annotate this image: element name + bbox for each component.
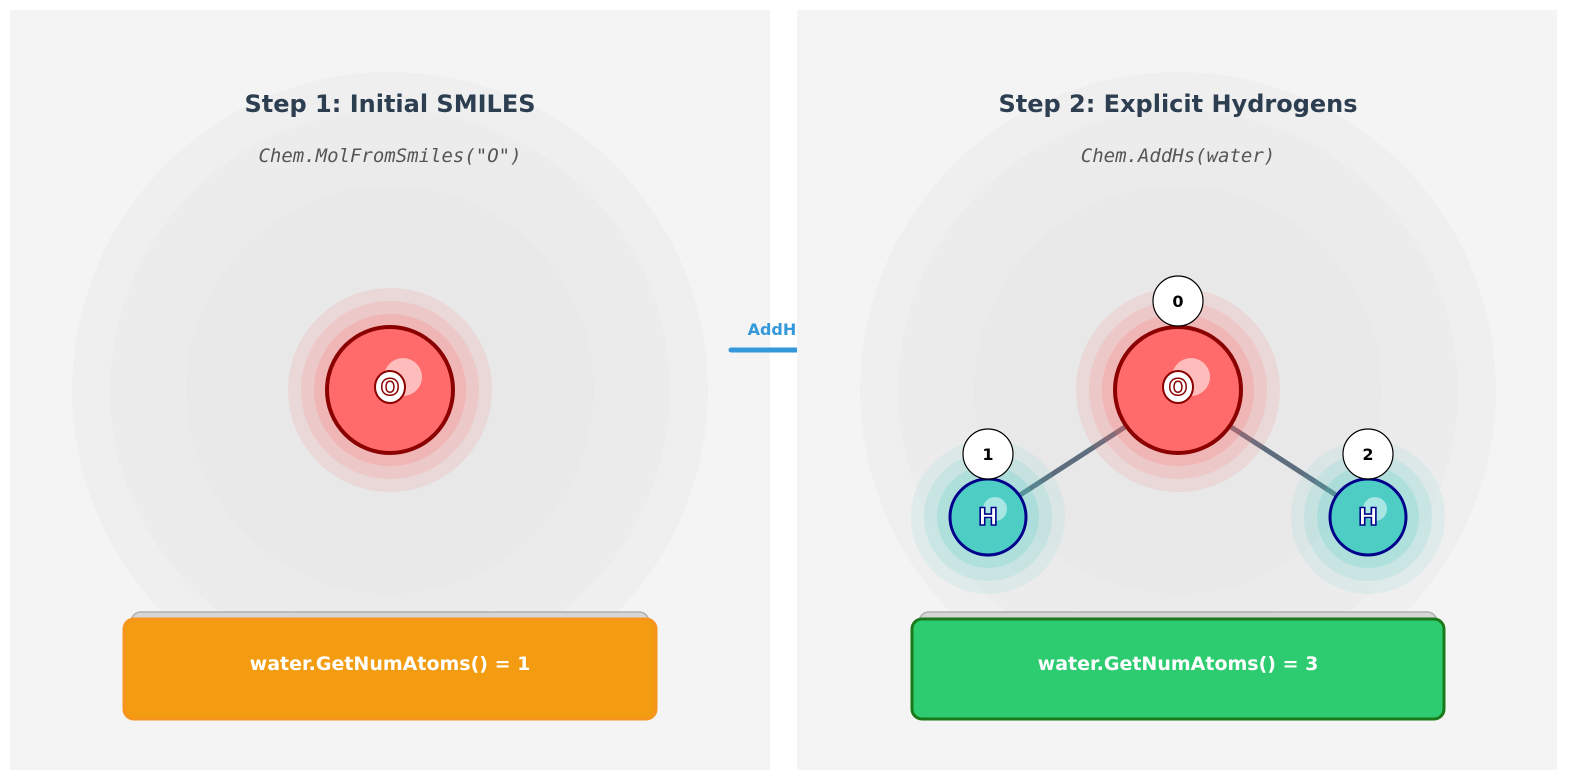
atom-index-badge: 0 bbox=[1152, 275, 1204, 327]
bond-o-h1 bbox=[1018, 424, 1127, 498]
atom-count-result: water.GetNumAtoms() = 3 bbox=[1038, 653, 1319, 675]
code-snippet: Chem.AddHs(water) bbox=[1081, 145, 1275, 167]
panel-title: Step 1: Initial SMILES bbox=[244, 90, 535, 118]
bond-o-h2 bbox=[1229, 424, 1338, 498]
hydrogen-atom: H bbox=[911, 440, 1065, 594]
atom-index-label: 1 bbox=[982, 445, 993, 464]
oxygen-atom: O bbox=[1076, 288, 1280, 492]
atom-symbol: O bbox=[1169, 376, 1188, 401]
oxygen-atom: O bbox=[288, 288, 492, 492]
atom-symbol: O bbox=[381, 376, 400, 401]
code-snippet: Chem.MolFromSmiles("O") bbox=[258, 145, 521, 167]
panel-step-2: Step 2: Explicit Hydrogens Chem.AddHs(wa… bbox=[797, 10, 1557, 770]
atom-index-label: 0 bbox=[1172, 292, 1183, 311]
background-halo bbox=[860, 72, 1496, 708]
panel-step-1: Step 1: Initial SMILES Chem.MolFromSmile… bbox=[10, 10, 770, 770]
hydrogen-atom: H bbox=[1291, 440, 1445, 594]
result-box: water.GetNumAtoms() = 3 bbox=[910, 611, 1446, 721]
result-box: water.GetNumAtoms() = 1 bbox=[122, 611, 658, 721]
atom-index-label: 2 bbox=[1362, 445, 1373, 464]
atom-count-result: water.GetNumAtoms() = 1 bbox=[250, 653, 531, 675]
atom-index-badge: 1 bbox=[962, 428, 1014, 480]
atom-symbol: H bbox=[1358, 503, 1378, 531]
panel-title: Step 2: Explicit Hydrogens bbox=[998, 90, 1357, 118]
atom-symbol: H bbox=[978, 503, 998, 531]
atom-index-badge: 2 bbox=[1342, 428, 1394, 480]
